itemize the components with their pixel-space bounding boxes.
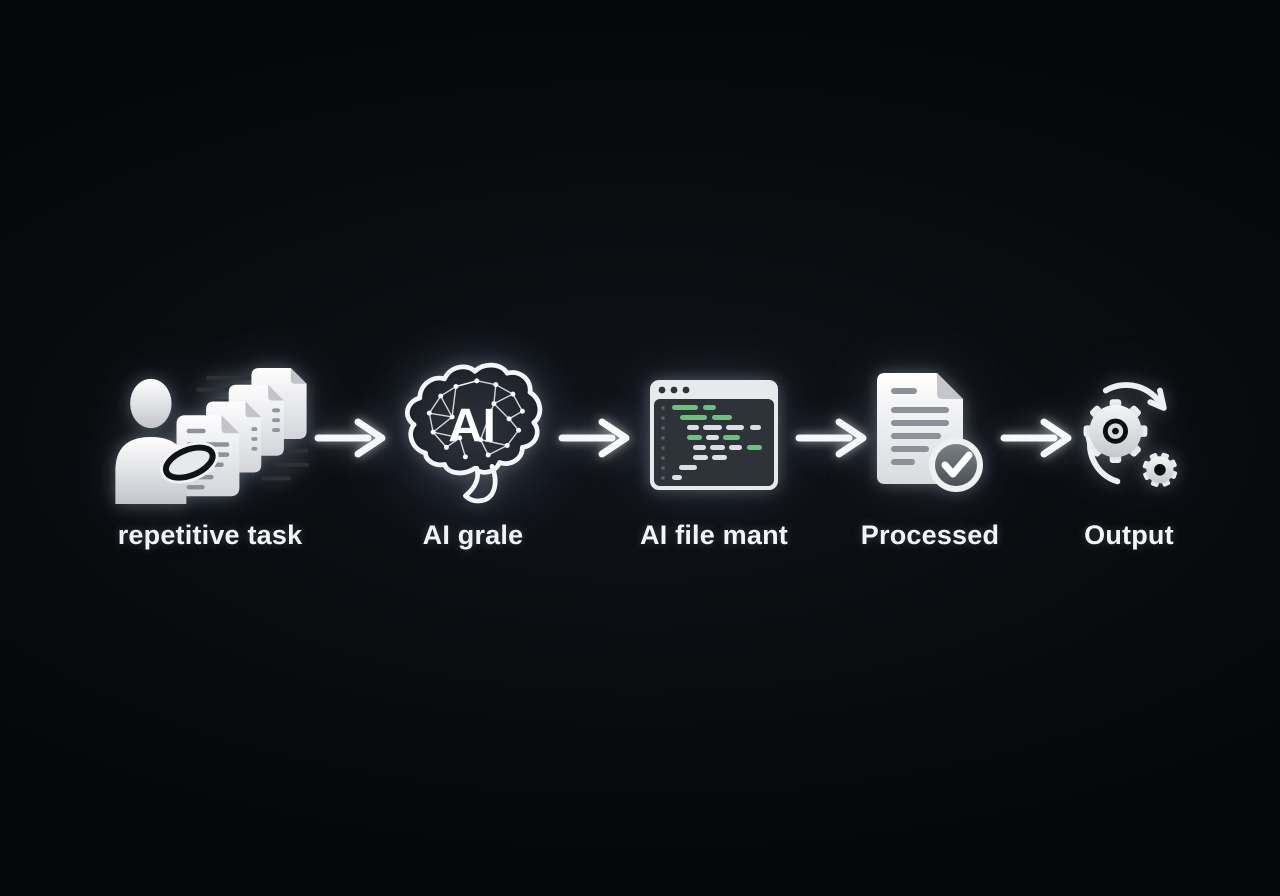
document-check-icon xyxy=(875,360,985,510)
step-repetitive-task: repetitive task xyxy=(100,360,320,551)
arrow-right-icon xyxy=(998,416,1078,460)
ai-brain-icon: AI xyxy=(353,315,593,555)
small-gear xyxy=(1142,452,1178,487)
code-editor-icon xyxy=(650,360,778,510)
gears-sync-icon xyxy=(1071,360,1187,510)
big-gear xyxy=(1083,399,1148,464)
person-silhouette xyxy=(115,378,187,504)
window-titlebar xyxy=(658,386,690,394)
arrow-right-icon xyxy=(312,416,392,460)
ai-badge-text: AI xyxy=(448,400,496,453)
step-code-editor: AI file mant xyxy=(604,360,824,551)
check-badge xyxy=(929,438,983,492)
code-lines xyxy=(672,405,762,480)
step-label: AI file mant xyxy=(640,520,788,550)
step-label: AI grale xyxy=(423,520,524,551)
arrow-right-icon xyxy=(793,416,873,460)
step-label: repetitive task xyxy=(117,520,303,550)
neural-nodes xyxy=(426,378,525,460)
step-output: Output xyxy=(1019,360,1239,551)
hand-clip xyxy=(160,441,219,484)
step-processed: Processed xyxy=(820,360,1040,551)
step-label: Processed xyxy=(860,520,1000,550)
code-body xyxy=(654,399,774,486)
person-documents-icon xyxy=(111,360,309,510)
step-ai-brain: AI AI grale xyxy=(353,315,593,555)
arrow-right-icon xyxy=(556,416,636,460)
line-number-dots xyxy=(661,406,665,480)
step-label: Output xyxy=(1084,520,1174,550)
